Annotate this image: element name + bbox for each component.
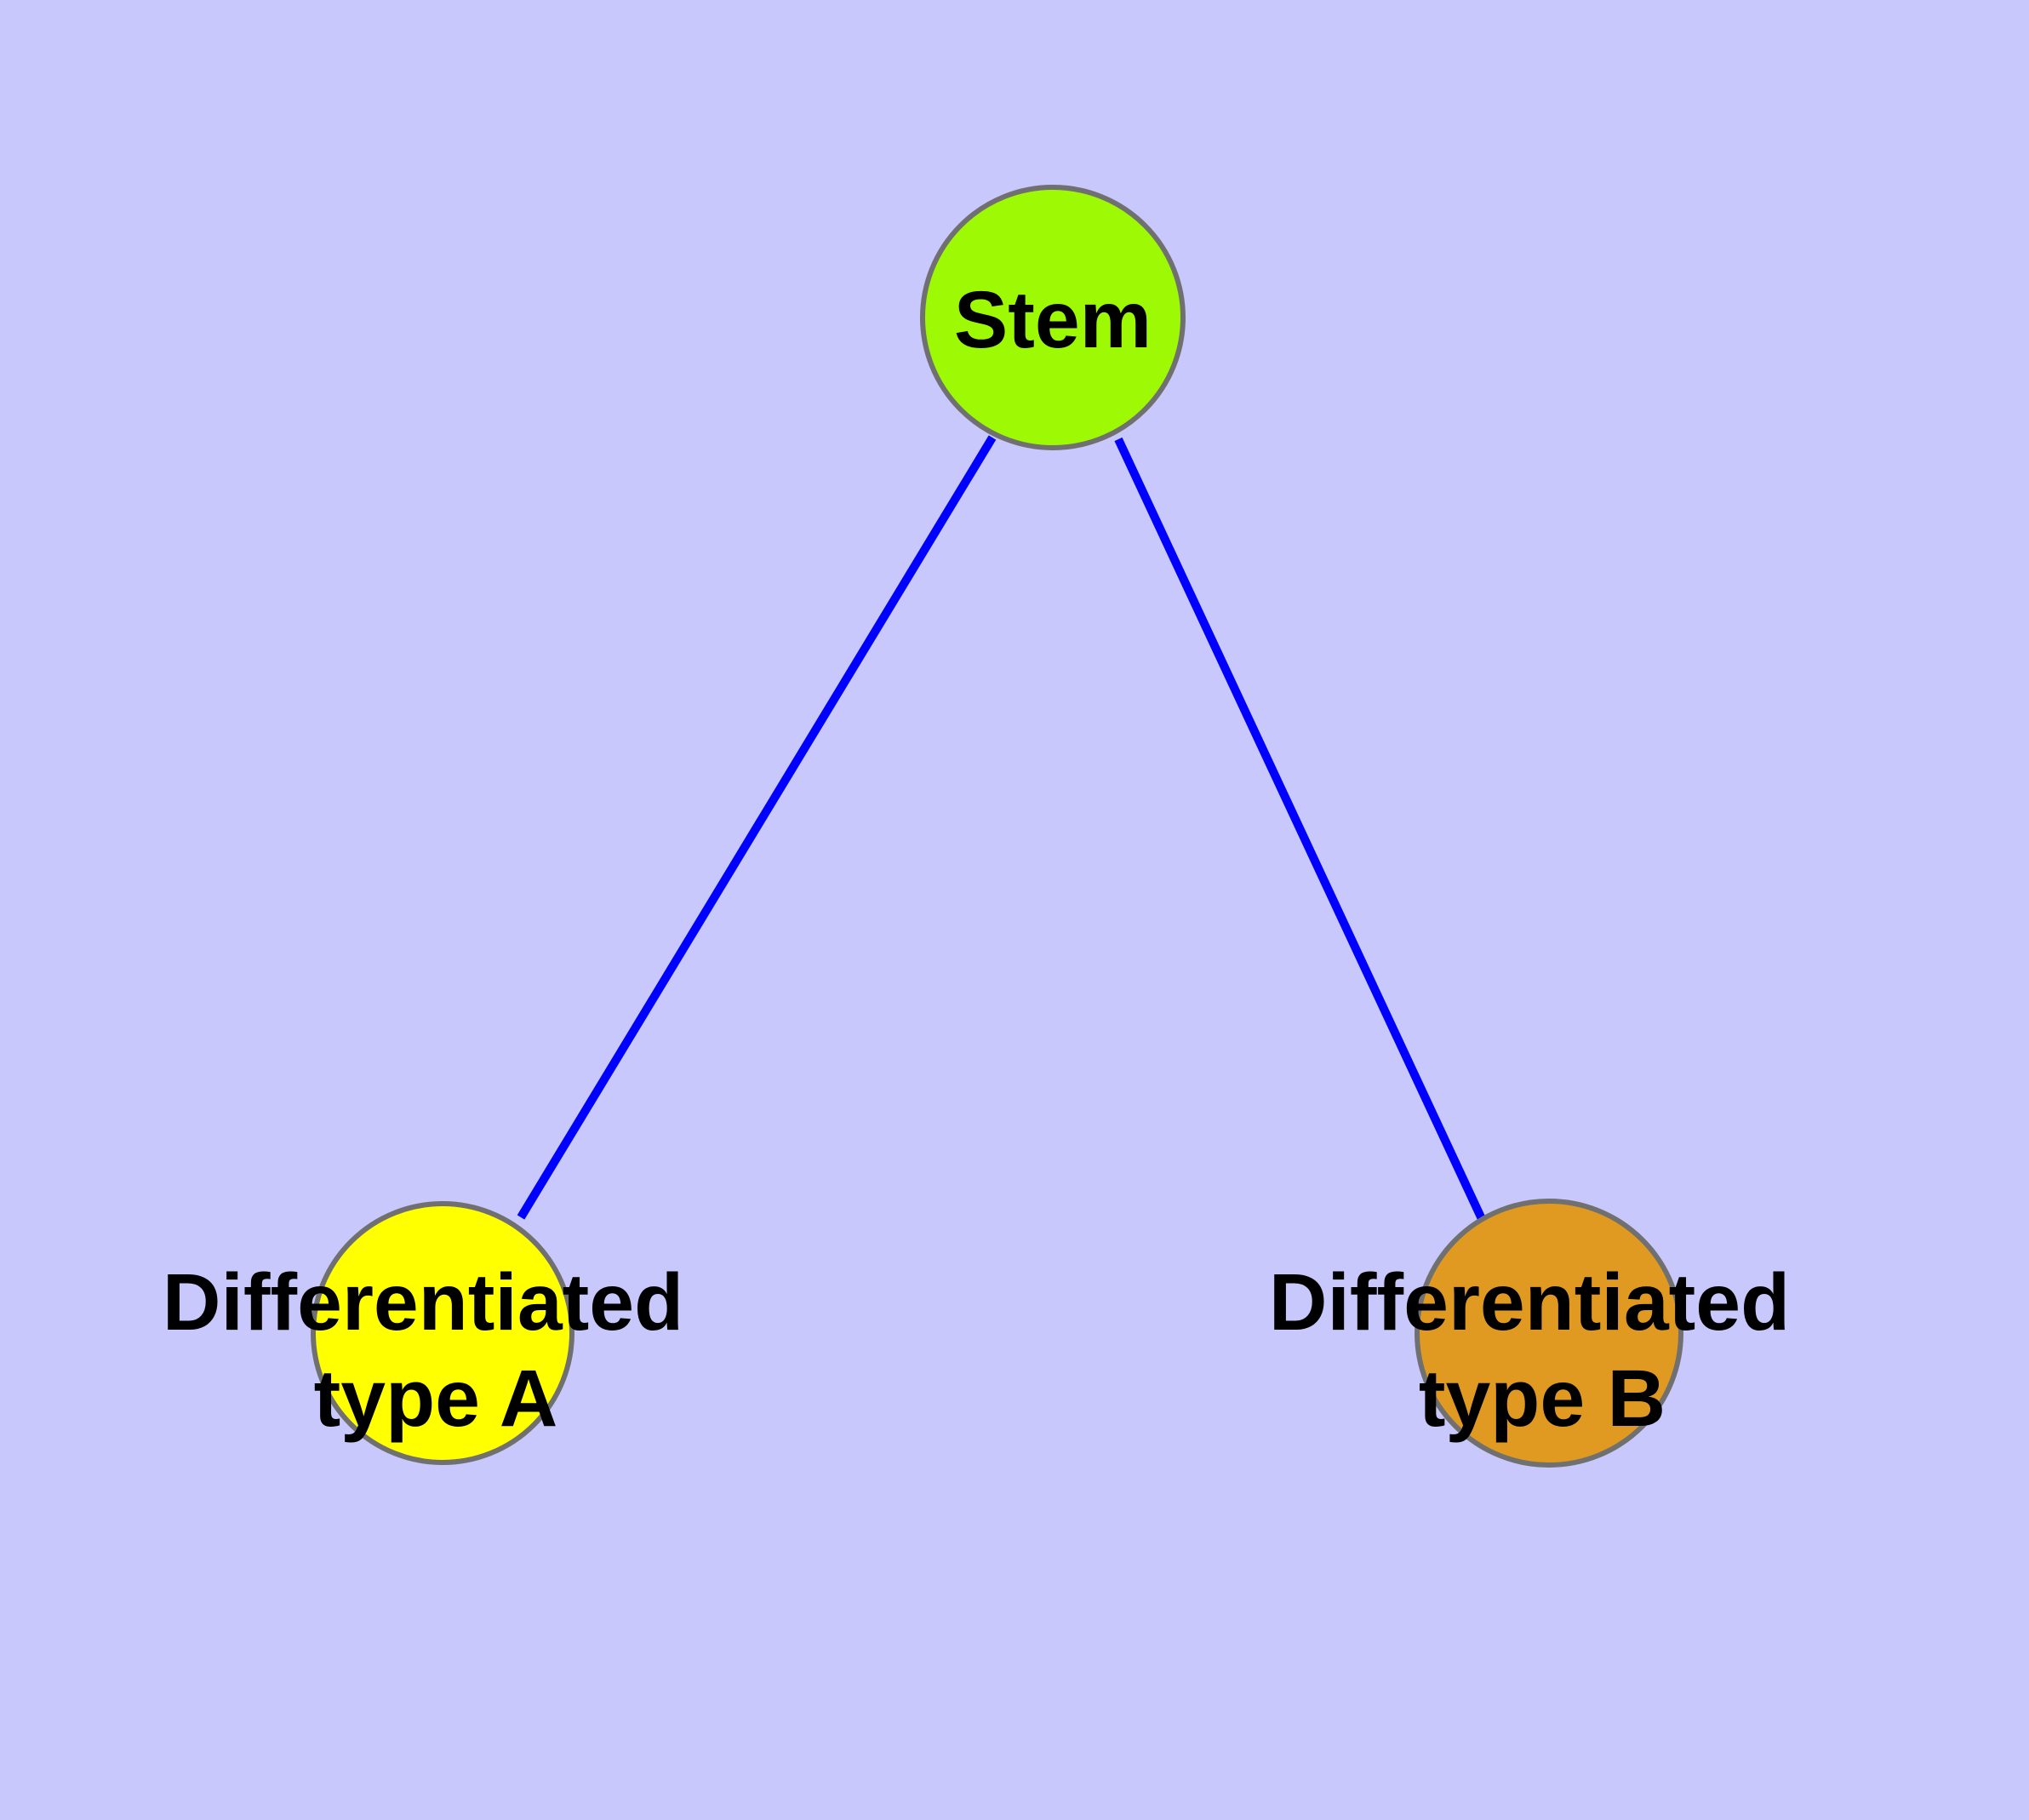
node-label-differentiated-type-a-line2: type A bbox=[314, 1354, 558, 1444]
node-stem[interactable] bbox=[920, 185, 1186, 450]
node-label-differentiated-type-b-line2: type B bbox=[1419, 1354, 1666, 1444]
node-differentiated-type-b[interactable] bbox=[1415, 1199, 1683, 1468]
node-layer bbox=[311, 185, 1683, 1468]
node-label-stem: Stem bbox=[954, 275, 1152, 365]
node-label-differentiated-type-a-line1: Differentiated bbox=[163, 1257, 683, 1348]
edge-stem-to-differentiated-type-a[interactable] bbox=[517, 435, 997, 1220]
label-layer: Stem Differentiated type A Differentiate… bbox=[163, 275, 1790, 1444]
edge-layer bbox=[517, 435, 1487, 1223]
node-differentiated-type-a[interactable] bbox=[311, 1201, 574, 1465]
edge-stem-to-differentiated-type-b[interactable] bbox=[1114, 437, 1487, 1223]
node-label-differentiated-type-b-line1: Differentiated bbox=[1269, 1257, 1790, 1348]
